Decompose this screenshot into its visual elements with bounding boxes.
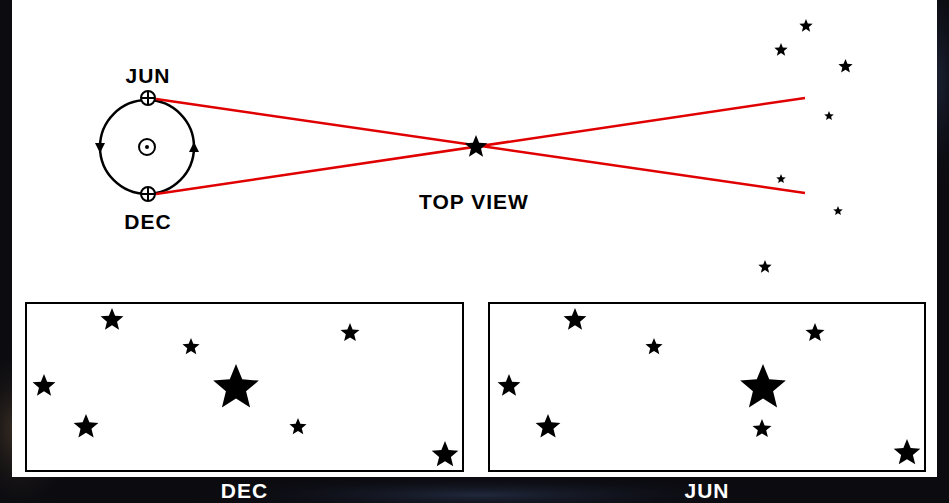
sight-line <box>156 99 805 193</box>
orbit-arrow <box>189 142 199 152</box>
season-label: DEC <box>124 211 171 232</box>
earth-orbit <box>100 100 194 194</box>
orbit-arrow <box>95 143 105 153</box>
star-field <box>33 308 459 466</box>
sun-symbol <box>145 145 149 149</box>
panel-caption: DEC <box>221 480 268 501</box>
background-star <box>758 19 852 273</box>
earth-symbol <box>141 187 155 201</box>
view-panel: DEC <box>25 302 464 472</box>
earth-symbol <box>141 91 155 105</box>
near-star <box>465 135 488 157</box>
sun-symbol <box>139 139 155 155</box>
season-label: JUN <box>125 65 170 86</box>
star-field <box>498 308 921 464</box>
view-label: TOP VIEW <box>419 191 529 212</box>
panel-caption: JUN <box>684 480 729 501</box>
white-panel <box>12 0 937 477</box>
sight-line <box>156 98 805 194</box>
view-panel: JUN <box>488 302 926 472</box>
nebula-glow <box>180 475 780 503</box>
